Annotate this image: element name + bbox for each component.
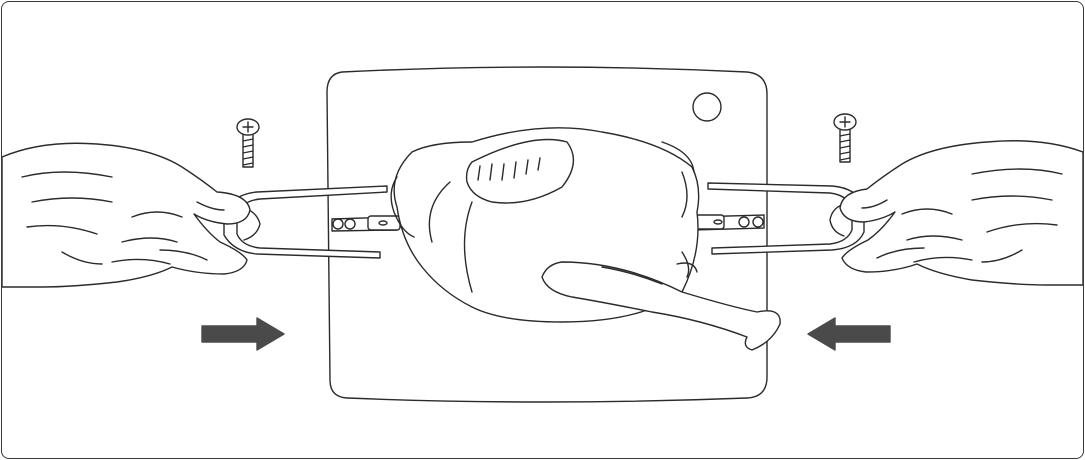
spit-rod-icon — [331, 214, 765, 232]
arrow-left-icon — [807, 317, 891, 351]
screw-left-icon — [236, 118, 260, 168]
hand-right-icon — [839, 140, 1083, 286]
hand-left-icon — [2, 142, 251, 288]
screw-right-icon — [833, 113, 857, 163]
chicken-icon — [390, 127, 781, 351]
arrow-right-icon — [201, 317, 285, 351]
